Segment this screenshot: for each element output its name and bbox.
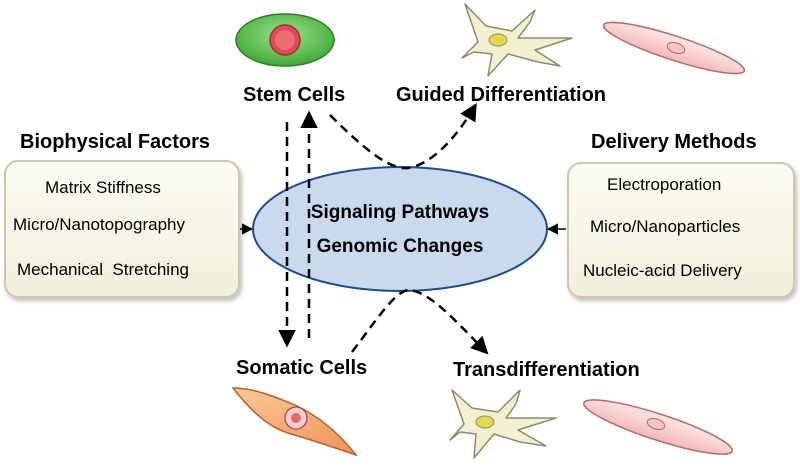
neuron-icon (461, 3, 573, 77)
right-item-nanoparticles: Micro/Nanoparticles (590, 217, 741, 236)
delivery-methods-box (567, 162, 795, 298)
transdifferentiation-label: Transdifferentiation (453, 359, 640, 381)
stem-cells-label: Stem Cells (243, 84, 346, 106)
somatic-cells-label: Somatic Cells (236, 357, 368, 379)
center-ellipse (252, 166, 548, 292)
transdifferentiation-arrow (351, 288, 489, 355)
guided-differentiation-label: Guided Differentiation (396, 84, 606, 106)
delivery-methods-title: Delivery Methods (591, 131, 757, 153)
muscle-cell-icon (602, 21, 746, 75)
biophysical-factors-box (4, 160, 240, 298)
left-item-matrix-stiffness: Matrix Stiffness (45, 178, 161, 197)
neuron-icon (449, 389, 557, 459)
left-item-nanotopography: Micro/Nanotopography (13, 215, 185, 234)
genomic-changes-label: Genomic Changes (316, 236, 484, 257)
right-item-electroporation: Electroporation (607, 175, 722, 194)
stem-cell-icon (235, 13, 335, 67)
right-item-nucleic-acid-delivery: Nucleic-acid Delivery (583, 261, 742, 280)
somatic-cell-icon (231, 387, 359, 457)
biophysical-factors-title: Biophysical Factors (20, 131, 211, 153)
guided-differentiation-arrow (329, 102, 477, 170)
left-item-mechanical-stretching: Mechanical Stretching (17, 260, 189, 279)
muscle-cell-icon (582, 399, 734, 455)
signaling-pathways-label: Signaling Pathways (310, 202, 490, 223)
